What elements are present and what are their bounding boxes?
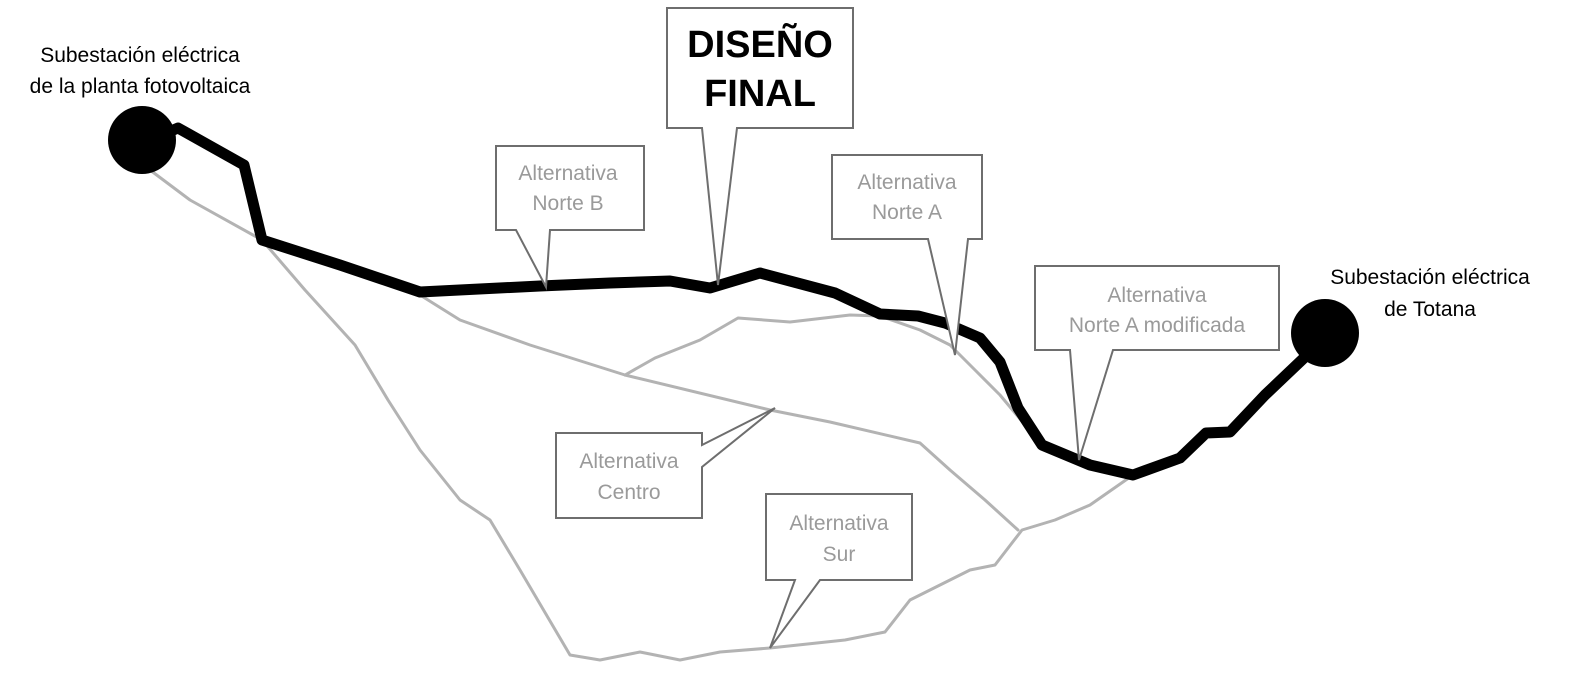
- callout-diseno-final-box: [666, 7, 854, 286]
- totana-label-line1: Subestación eléctrica: [1330, 266, 1530, 289]
- route-diseno-final: [144, 122, 1331, 481]
- diseno-final-line2: FINAL: [704, 73, 816, 115]
- norte-a-line1: Alternativa: [857, 171, 957, 194]
- callout-norte-a-mod-box: [1034, 265, 1280, 461]
- callout-alternativa-norte-a: Alternativa Norte A: [831, 154, 983, 356]
- norte-b-line2: Norte B: [532, 192, 603, 215]
- callout-alternativa-centro: Alternativa Centro: [555, 407, 776, 519]
- callout-sur-box: [765, 493, 913, 649]
- totana-label-line2: de Totana: [1384, 298, 1476, 321]
- diseno-final-line1: DISEÑO: [687, 22, 833, 66]
- totana-substation-node: [1291, 299, 1359, 367]
- callout-alternativa-norte-a-modificada: Alternativa Norte A modificada: [1034, 265, 1280, 461]
- norte-a-line2: Norte A: [872, 201, 942, 224]
- centro-line1: Alternativa: [579, 450, 679, 473]
- route-alternativa-sur: [148, 168, 1135, 662]
- sur-line2: Sur: [823, 543, 856, 566]
- origin-label-line2: de la planta fotovoltaica: [30, 75, 251, 98]
- sur-line1: Alternativa: [789, 512, 889, 535]
- callout-diseno-final: DISEÑO FINAL: [666, 7, 854, 286]
- norte-a-mod-line2: Norte A modificada: [1069, 314, 1246, 337]
- origin-label-line1: Subestación eléctrica: [40, 44, 240, 67]
- callout-centro-box: [555, 407, 776, 519]
- route-alternativa-norte-b-branch: [623, 313, 882, 377]
- alternative-routes: [148, 168, 1135, 662]
- origin-substation-node: [108, 106, 176, 174]
- callout-norte-a-box: [831, 154, 983, 356]
- totana-substation-label: Subestación eléctrica de Totana: [1330, 266, 1530, 321]
- callout-alternativa-sur: Alternativa Sur: [765, 493, 913, 649]
- origin-substation-label: Subestación eléctrica de la planta fotov…: [30, 44, 251, 98]
- centro-line2: Centro: [597, 481, 660, 504]
- norte-a-mod-line1: Alternativa: [1107, 284, 1207, 307]
- callout-norte-b-box: [495, 145, 645, 291]
- norte-b-line1: Alternativa: [518, 162, 618, 185]
- callout-alternativa-norte-b: Alternativa Norte B: [495, 145, 645, 291]
